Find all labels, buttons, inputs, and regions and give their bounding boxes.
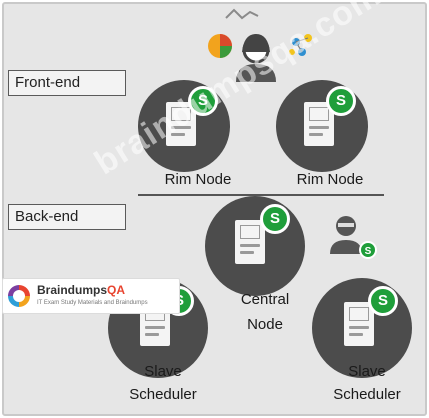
admin-user-icon: S <box>330 216 377 259</box>
braindumps-logo: BraindumpsQA IT Exam Study Materials and… <box>2 278 180 314</box>
backend-label: Back-end <box>8 204 126 230</box>
qlik-sense-badge-icon: S <box>188 86 218 116</box>
slave-scheduler-2-label-line1: Slave <box>348 363 386 380</box>
rim-node-2-icon: S <box>276 80 368 172</box>
slave-scheduler-1-label: Slave Scheduler <box>108 362 218 404</box>
line-chart-icon <box>225 8 259 20</box>
tier-divider <box>138 194 384 196</box>
qlik-sense-badge-icon: S <box>368 286 398 316</box>
rim-node-1-icon: S <box>138 80 230 172</box>
central-node-label-line1: Central <box>240 291 290 308</box>
pie-chart-icon <box>208 34 232 58</box>
server-icon <box>235 220 265 264</box>
rim-node-1-label: Rim Node <box>164 171 232 188</box>
server-icon <box>166 102 196 146</box>
central-node-label: Central Node <box>225 290 305 334</box>
server-icon <box>344 302 374 346</box>
slave-scheduler-2-icon: S <box>312 278 412 378</box>
logo-name: BraindumpsQA <box>37 283 126 297</box>
central-node-icon: S <box>205 196 305 296</box>
frontend-label: Front-end <box>8 70 126 96</box>
rim-node-2-label: Rim Node <box>296 171 364 188</box>
logo-ring-icon <box>8 285 30 307</box>
network-icon <box>289 34 312 56</box>
qlik-sense-badge-icon: S <box>260 204 290 234</box>
user-analytics-icon <box>208 8 312 82</box>
user-icon <box>236 34 276 82</box>
logo-tagline: IT Exam Study Materials and Braindumps <box>37 300 148 306</box>
slave-scheduler-2-label-line2: Scheduler <box>333 386 401 403</box>
slave-scheduler-1-label-line2: Scheduler <box>129 386 197 403</box>
slave-scheduler-1-label-line1: Slave <box>144 363 182 380</box>
svg-text:S: S <box>365 246 372 257</box>
qlik-sense-badge-icon: S <box>326 86 356 116</box>
slave-scheduler-2-label: Slave Scheduler <box>312 362 422 404</box>
central-node-label-line2: Node <box>247 316 283 333</box>
